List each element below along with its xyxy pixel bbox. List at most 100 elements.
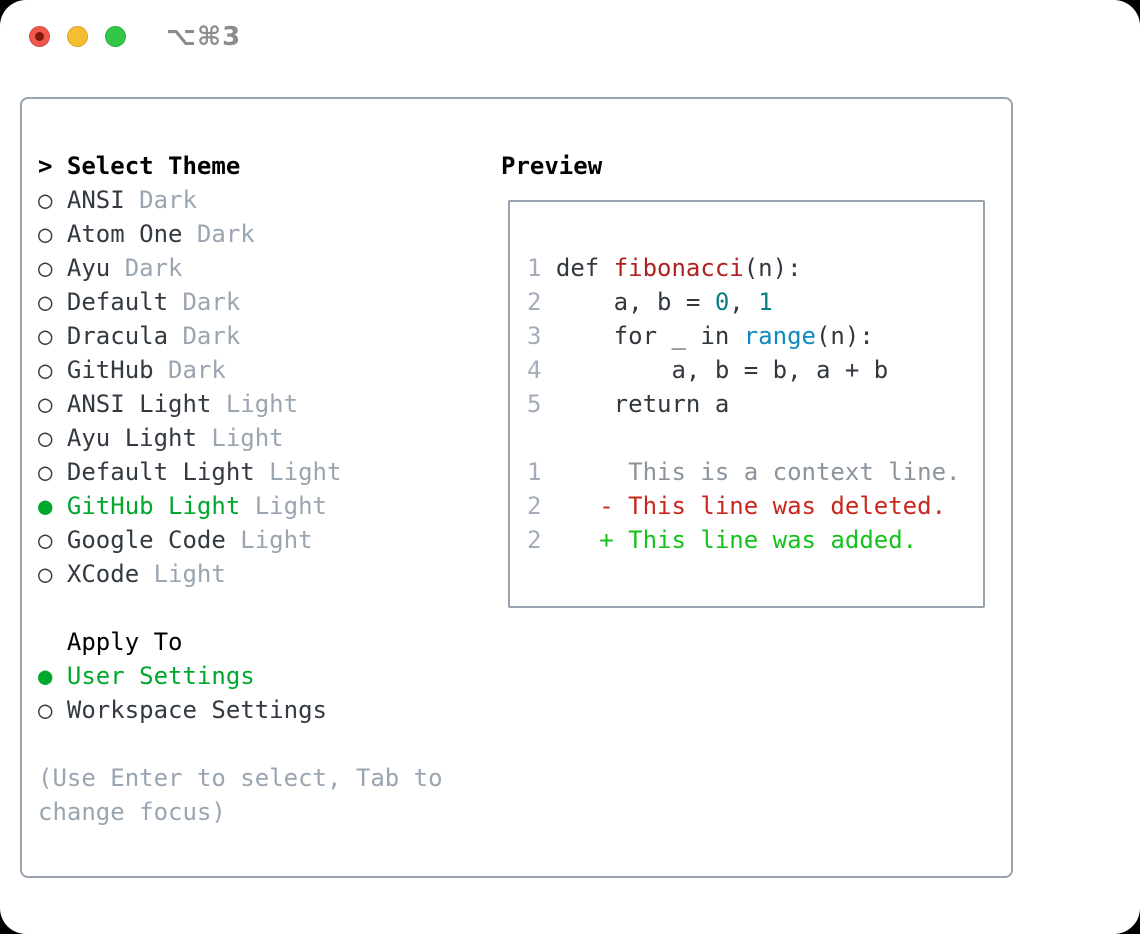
line-number: 5 [527,390,542,418]
code-token-plain: (n): [815,322,874,350]
theme-name: XCode [66,560,140,588]
code-token-plain: for _ in [541,322,744,350]
close-button[interactable] [29,26,50,47]
radio-unselected-icon: ○ [38,526,53,554]
theme-category: Dark [124,254,183,282]
radio-unselected-icon: ○ [38,186,53,214]
line-number: 1 [527,254,542,282]
radio-unselected-icon: ○ [38,696,53,724]
radio-selected-icon: ● [38,662,53,690]
line-number: 3 [527,322,542,350]
zoom-button[interactable] [105,26,126,47]
code-line: 2 + This line was added. [527,523,960,557]
code-token-plain: a, b = [541,288,715,316]
theme-option-atom-one[interactable]: ○ Atom One Dark [38,217,341,251]
theme-name: GitHub Light [66,492,241,520]
radio-unselected-icon: ○ [38,390,53,418]
radio-unselected-icon: ○ [38,458,53,486]
code-line: 1 def fibonacci(n): [527,251,960,285]
theme-category: Light [153,560,226,588]
minimize-button[interactable] [67,26,88,47]
theme-option-xcode[interactable]: ○ XCode Light [38,557,341,591]
theme-name: Google Code [66,526,226,554]
radio-unselected-icon: ○ [38,254,53,282]
code-token-plain: def [541,254,614,282]
code-line [527,421,960,455]
theme-name: Default [66,288,169,316]
line-number: 4 [527,356,542,384]
theme-option-github[interactable]: ○ GitHub Dark [38,353,341,387]
radio-unselected-icon: ○ [38,356,53,384]
line-number: 2 [527,288,542,316]
code-token-plain: a, b = b, a + b [541,356,889,384]
code-token-plain: (n): [743,254,802,282]
code-line: 2 - This line was deleted. [527,489,960,523]
select-theme-header: > Select Theme [38,149,341,183]
theme-category: Light [225,390,299,418]
radio-unselected-icon: ○ [38,288,53,316]
radio-unselected-icon: ○ [38,322,53,350]
theme-category: Dark [182,322,241,350]
window-title: ⌥⌘3 [166,22,242,52]
apply-option-name: Workspace Settings [66,696,327,724]
titlebar: ⌥⌘3 [0,0,1140,75]
radio-unselected-icon: ○ [38,424,53,452]
code-line: 1 This is a context line. [527,455,960,489]
code-token-deleted: - This line was deleted. [541,492,947,520]
apply-to-section: Apply To ●User Settings○Workspace Settin… [38,625,327,727]
theme-option-default-light[interactable]: ○ Default Light Light [38,455,341,489]
theme-name: GitHub [66,356,154,384]
code-token-context: This is a context line. [541,458,961,486]
help-text: (Use Enter to select, Tab to change focu… [38,761,443,829]
line-number: 1 [527,458,542,486]
radio-selected-icon: ● [38,492,53,520]
apply-option-name: User Settings [66,662,255,690]
code-line: 5 return a [527,387,960,421]
theme-option-ayu-light[interactable]: ○ Ayu Light Light [38,421,341,455]
theme-option-dracula[interactable]: ○ Dracula Dark [38,319,341,353]
theme-option-ayu[interactable]: ○ Ayu Dark [38,251,341,285]
apply-option-user-settings[interactable]: ● User Settings [38,659,327,693]
preview-header: Preview [501,152,603,180]
theme-option-default[interactable]: ○ Default Dark [38,285,341,319]
code-token-added: + This line was added. [541,526,918,554]
code-token-plain: return a [541,390,730,418]
code-token-num: 1 [758,288,773,316]
line-number: 2 [527,492,542,520]
theme-category: Light [254,492,327,520]
theme-name: Atom One [66,220,183,248]
code-block: 1 def fibonacci(n): 2 a, b = 0, 1 3 for _ … [527,251,960,557]
code-token-plain: , [729,288,759,316]
preview-box: 1 def fibonacci(n): 2 a, b = 0, 1 3 for _ … [508,200,985,608]
line-number: 2 [527,526,542,554]
apply-to-list: ● User Settings ○ Workspace Settings [38,659,327,727]
code-token-num: 0 [714,288,730,316]
apply-option-workspace-settings[interactable]: ○ Workspace Settings [38,693,327,727]
theme-category: Dark [168,356,226,384]
radio-unselected-icon: ○ [38,560,53,588]
select-theme-label: Select Theme [66,152,241,180]
radio-unselected-icon: ○ [38,220,53,248]
theme-category: Dark [182,288,241,316]
code-token-builtin: range [743,322,816,350]
theme-category: Dark [196,220,255,248]
theme-name: Default Light [66,458,255,486]
theme-name: Dracula [66,322,169,350]
theme-name: ANSI Light [66,390,212,418]
theme-option-github-light[interactable]: ● GitHub Light Light [38,489,341,523]
theme-option-ansi-light[interactable]: ○ ANSI Light Light [38,387,341,421]
theme-name: Ayu [66,254,111,282]
focus-marker-icon: > [38,152,53,180]
theme-name: ANSI [66,186,125,214]
help-line-2: change focus) [38,798,226,826]
theme-category: Light [211,424,284,452]
theme-category: Light [269,458,342,486]
theme-name: Ayu Light [66,424,197,452]
close-dot-icon [35,32,44,41]
help-line-1: (Use Enter to select, Tab to [38,764,443,792]
